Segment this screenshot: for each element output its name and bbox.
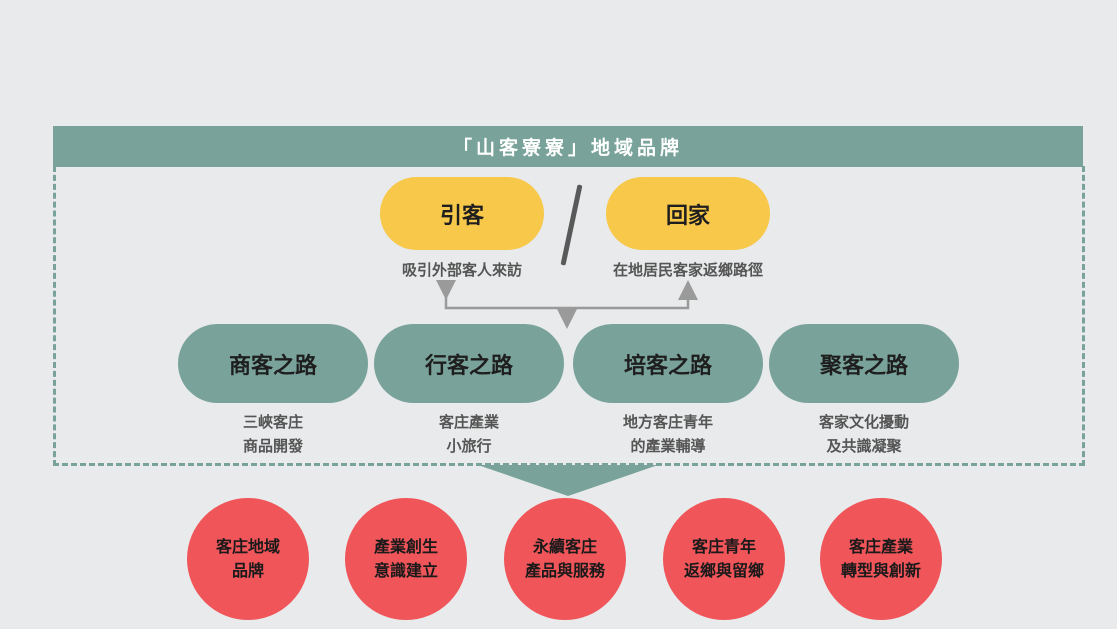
road-peike: 培客之路 (573, 324, 763, 403)
road-desc-line: 商品開發 (242, 437, 303, 455)
huijia-desc: 在地居民客家返鄉路徑 (612, 261, 763, 279)
outcome-line: 客庄產業 (848, 537, 913, 556)
outcome-line: 永續客庄 (532, 537, 597, 556)
road-xingke: 行客之路 (374, 324, 564, 403)
outcome-circle: 永續客庄 產品與服務 (504, 498, 626, 620)
dashed-frame (53, 166, 1085, 466)
yinke-desc: 吸引外部客人來訪 (401, 261, 522, 279)
bracket-line (436, 280, 698, 310)
outcome-line: 品牌 (231, 561, 264, 580)
outcome-circle: 產業創生 意識建立 (345, 498, 467, 620)
outcome-circle: 客庄青年 返鄉與留鄉 (663, 498, 785, 620)
road-desc-line: 小旅行 (446, 437, 492, 455)
outcome-circle: 客庄地域 品牌 (187, 498, 309, 620)
road-shangke-desc: 三峽客庄 商品開發 (193, 410, 353, 458)
outcome-line: 意識建立 (373, 561, 438, 580)
funnel-triangle (478, 465, 658, 496)
road-desc-line: 三峽客庄 (242, 413, 303, 431)
outcome-line: 返鄉與留鄉 (683, 561, 764, 580)
outcome-line: 產品與服務 (524, 561, 605, 580)
brand-banner: 「山客寮寮」地域品牌 (53, 126, 1083, 167)
huijia-pill: 回家 (606, 177, 770, 250)
road-juke: 聚客之路 (769, 324, 959, 403)
outcome-line: 產業創生 (373, 537, 438, 556)
road-desc-line: 及共識凝聚 (826, 437, 902, 455)
road-juke-desc: 客家文化擾動 及共識凝聚 (774, 410, 954, 458)
road-desc-line: 客庄產業 (438, 413, 499, 431)
road-xingke-desc: 客庄產業 小旅行 (389, 410, 549, 458)
outcome-line: 轉型與創新 (840, 561, 921, 580)
road-desc-line: 客家文化擾動 (818, 413, 909, 431)
road-peike-desc: 地方客庄青年 的產業輔導 (578, 410, 758, 458)
outcome-line: 客庄青年 (691, 537, 756, 556)
outcome-line: 客庄地域 (215, 537, 280, 556)
outcome-circle: 客庄產業 轉型與創新 (820, 498, 942, 620)
road-desc-line: 地方客庄青年 (622, 413, 713, 431)
road-shangke: 商客之路 (178, 324, 368, 403)
road-desc-line: 的產業輔導 (630, 437, 706, 455)
yinke-pill: 引客 (380, 177, 544, 250)
